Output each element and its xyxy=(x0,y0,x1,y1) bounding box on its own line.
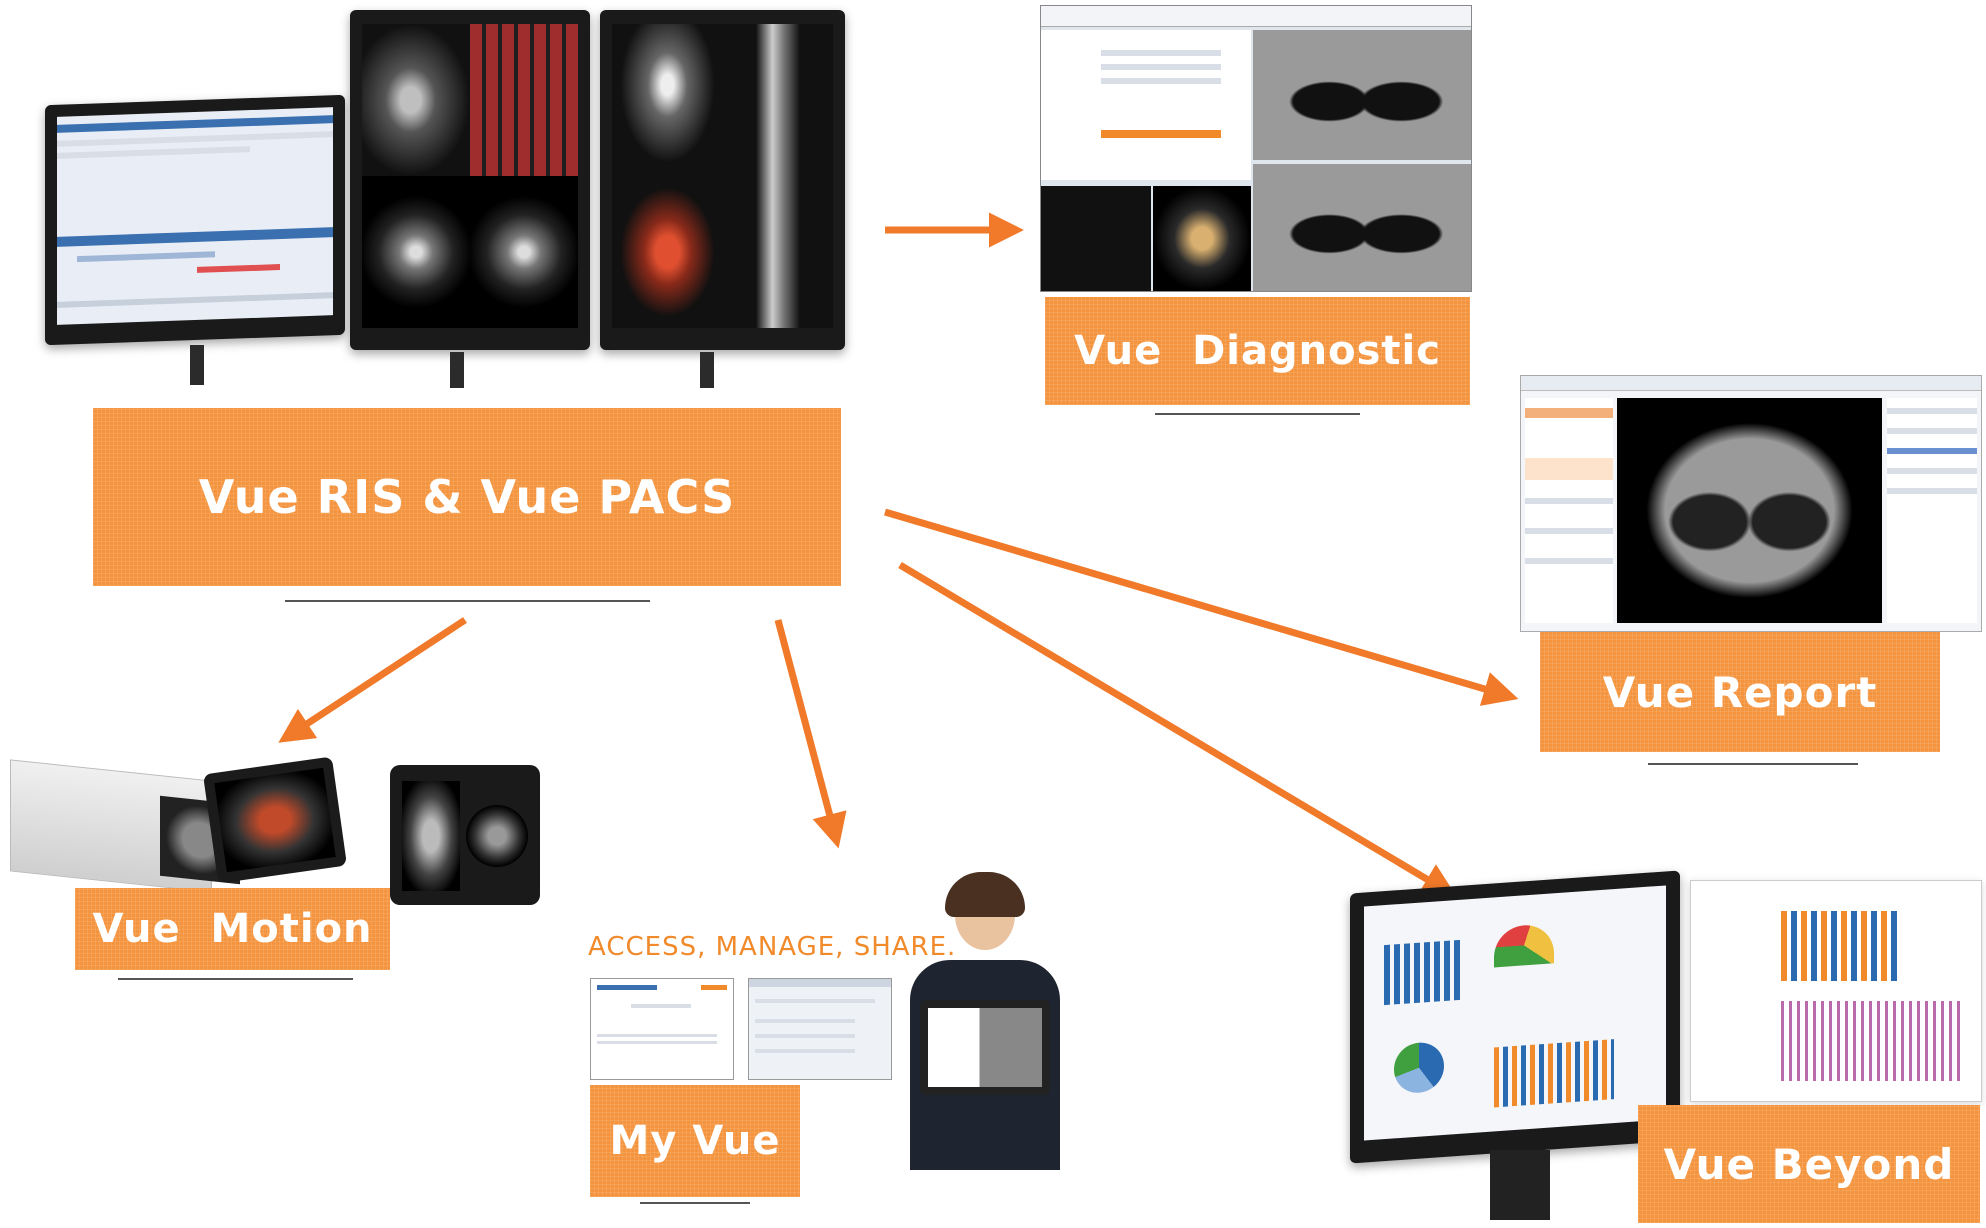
ris-workstation-monitor xyxy=(45,94,345,346)
beyond-monitor-stand xyxy=(1490,1150,1550,1220)
my-vue-label-text: My Vue xyxy=(609,1118,781,1164)
ris-monitor-stand xyxy=(190,345,204,385)
motion-underline xyxy=(118,978,353,980)
report-label-text: Vue Report xyxy=(1602,667,1878,717)
beyond-monitor xyxy=(1350,870,1680,1164)
diagnostic-screenshot xyxy=(1040,5,1472,292)
motion-label-text: Vue Motion xyxy=(92,906,373,952)
arrow-to-beyond xyxy=(898,561,1458,898)
beyond-label-text: Vue Beyond xyxy=(1663,1139,1955,1189)
ris-pacs-underline xyxy=(285,600,650,602)
pacs-monitor-right-stand xyxy=(700,352,714,388)
woman-with-tablet xyxy=(900,872,1070,1170)
diagnostic-label-text: Vue Diagnostic xyxy=(1074,328,1441,374)
beyond-label: Vue Beyond xyxy=(1638,1105,1980,1223)
my-vue-share-form xyxy=(748,978,892,1080)
ris-pacs-label-text: Vue RIS & Vue PACS xyxy=(198,470,736,524)
report-label: Vue Report xyxy=(1540,632,1940,752)
my-vue-document xyxy=(590,978,734,1080)
arrow-to-motion xyxy=(278,617,467,743)
motion-devices xyxy=(10,756,540,920)
my-vue-label: My Vue xyxy=(590,1085,800,1197)
ris-pacs-label: Vue RIS & Vue PACS xyxy=(93,408,841,586)
motion-label: Vue Motion xyxy=(75,888,390,970)
pacs-monitor-right xyxy=(600,10,845,350)
pacs-monitor-left xyxy=(350,10,590,350)
my-vue-tagline: ACCESS, MANAGE, SHARE. xyxy=(588,932,957,962)
pacs-monitor-left-stand xyxy=(450,352,464,388)
report-screenshot xyxy=(1520,375,1982,632)
diagnostic-underline xyxy=(1155,413,1360,415)
arrow-to-my-vue xyxy=(774,619,847,849)
diagnostic-label: Vue Diagnostic xyxy=(1045,297,1470,405)
my-vue-underline xyxy=(640,1202,750,1204)
arrow-to-report xyxy=(884,508,1519,706)
beyond-dashboard-zoom xyxy=(1690,880,1982,1102)
report-underline xyxy=(1648,763,1858,765)
